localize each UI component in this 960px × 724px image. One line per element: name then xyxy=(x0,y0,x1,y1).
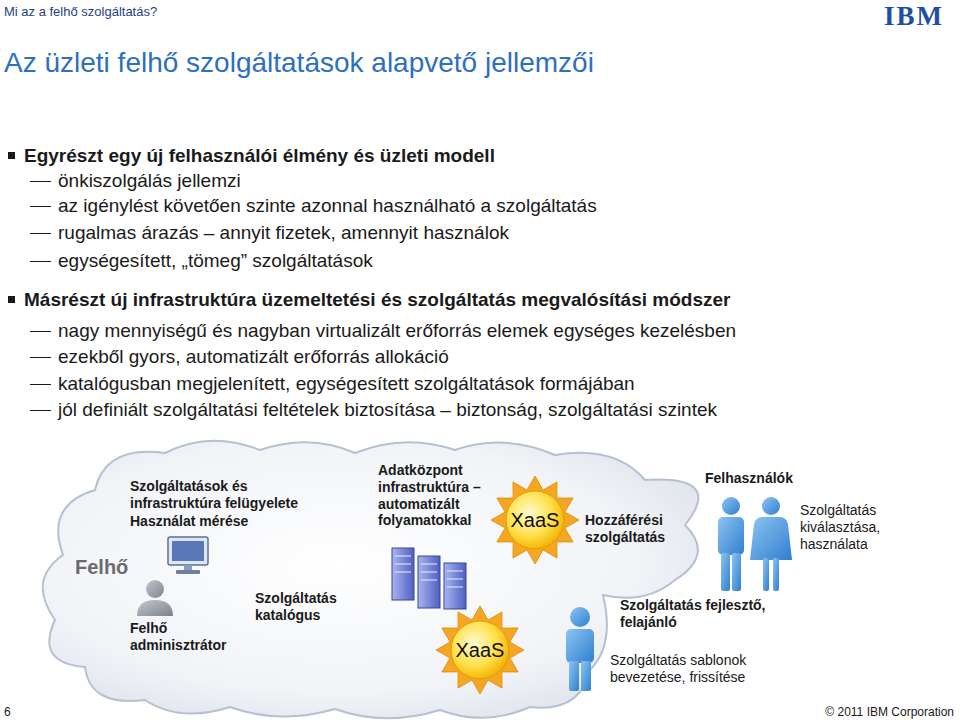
bullet-text: Másrészt új infrastruktúra üzemeltetési … xyxy=(24,289,730,312)
sub-bullet-text: nagy mennyiségű és nagyban virtualizált … xyxy=(58,320,736,343)
copyright: © 2011 IBM Corporation xyxy=(825,705,954,719)
diagram-label: Szolgáltatás kiválasztása, használata xyxy=(800,502,910,552)
diagram-label: Hozzáférési szolgáltatás xyxy=(585,512,685,546)
bullet-dash xyxy=(30,261,51,262)
xaas-sun: XaaS xyxy=(435,605,525,695)
sun-label: XaaS xyxy=(490,475,580,565)
sub-bullet-text: rugalmas árazás – annyit fizetek, amenny… xyxy=(58,222,509,245)
bullet-dash xyxy=(30,331,51,332)
sub-bullet-text: az igénylést követően szinte azonnal has… xyxy=(58,195,597,218)
company-logo: IBM xyxy=(884,0,944,32)
diagram-label: Adatközpont infrastruktúra – automatizál… xyxy=(378,462,503,529)
cloud-region: FelhőXaaSXaaS xyxy=(35,445,735,724)
page-number: 6 xyxy=(4,705,11,719)
diagram-label: Szolgáltatás katalógus xyxy=(255,590,360,624)
sub-bullet-text: jól definiált szolgáltatási feltételek b… xyxy=(58,399,717,422)
cloud-label: Felhő xyxy=(75,555,128,579)
bullet-text: Egyrészt egy új felhasználói élmény és ü… xyxy=(24,145,495,168)
diagram-label: Használat mérése xyxy=(130,513,330,530)
bullet-dash xyxy=(30,233,51,234)
diagram-label: Szolgáltatás fejlesztő, felajánló xyxy=(620,597,795,631)
section-header: Mi az a felhő szolgáltatás? xyxy=(4,4,157,20)
bullet-dash xyxy=(30,410,51,411)
bullet-dash xyxy=(30,206,51,207)
bullet-dash xyxy=(30,384,51,385)
sub-bullet-text: ezekből gyors, automatizált erőforrás al… xyxy=(58,346,449,369)
sun-label: XaaS xyxy=(435,605,525,695)
sub-bullet-text: katalógusban megjelenített, egységesítet… xyxy=(58,373,635,396)
diagram-label: Felhasználók xyxy=(705,470,835,487)
bullet-square xyxy=(8,296,15,303)
sub-bullet-text: egységesített, „tömeg” szolgáltatások xyxy=(58,250,373,273)
diagram-label: Szolgáltatások és infrastruktúra felügye… xyxy=(130,478,340,512)
bullet-dash xyxy=(30,357,51,358)
sub-bullet-text: önkiszolgálás jellemzi xyxy=(58,170,241,193)
diagram-label: Szolgáltatás sablonok bevezetése, frissí… xyxy=(610,652,775,686)
xaas-sun: XaaS xyxy=(490,475,580,565)
bullet-square xyxy=(8,152,15,159)
slide-title: Az üzleti felhő szolgáltatások alapvető … xyxy=(4,46,594,80)
bullet-dash xyxy=(30,181,51,182)
diagram-label: Felhő adminisztrátor xyxy=(130,620,245,654)
